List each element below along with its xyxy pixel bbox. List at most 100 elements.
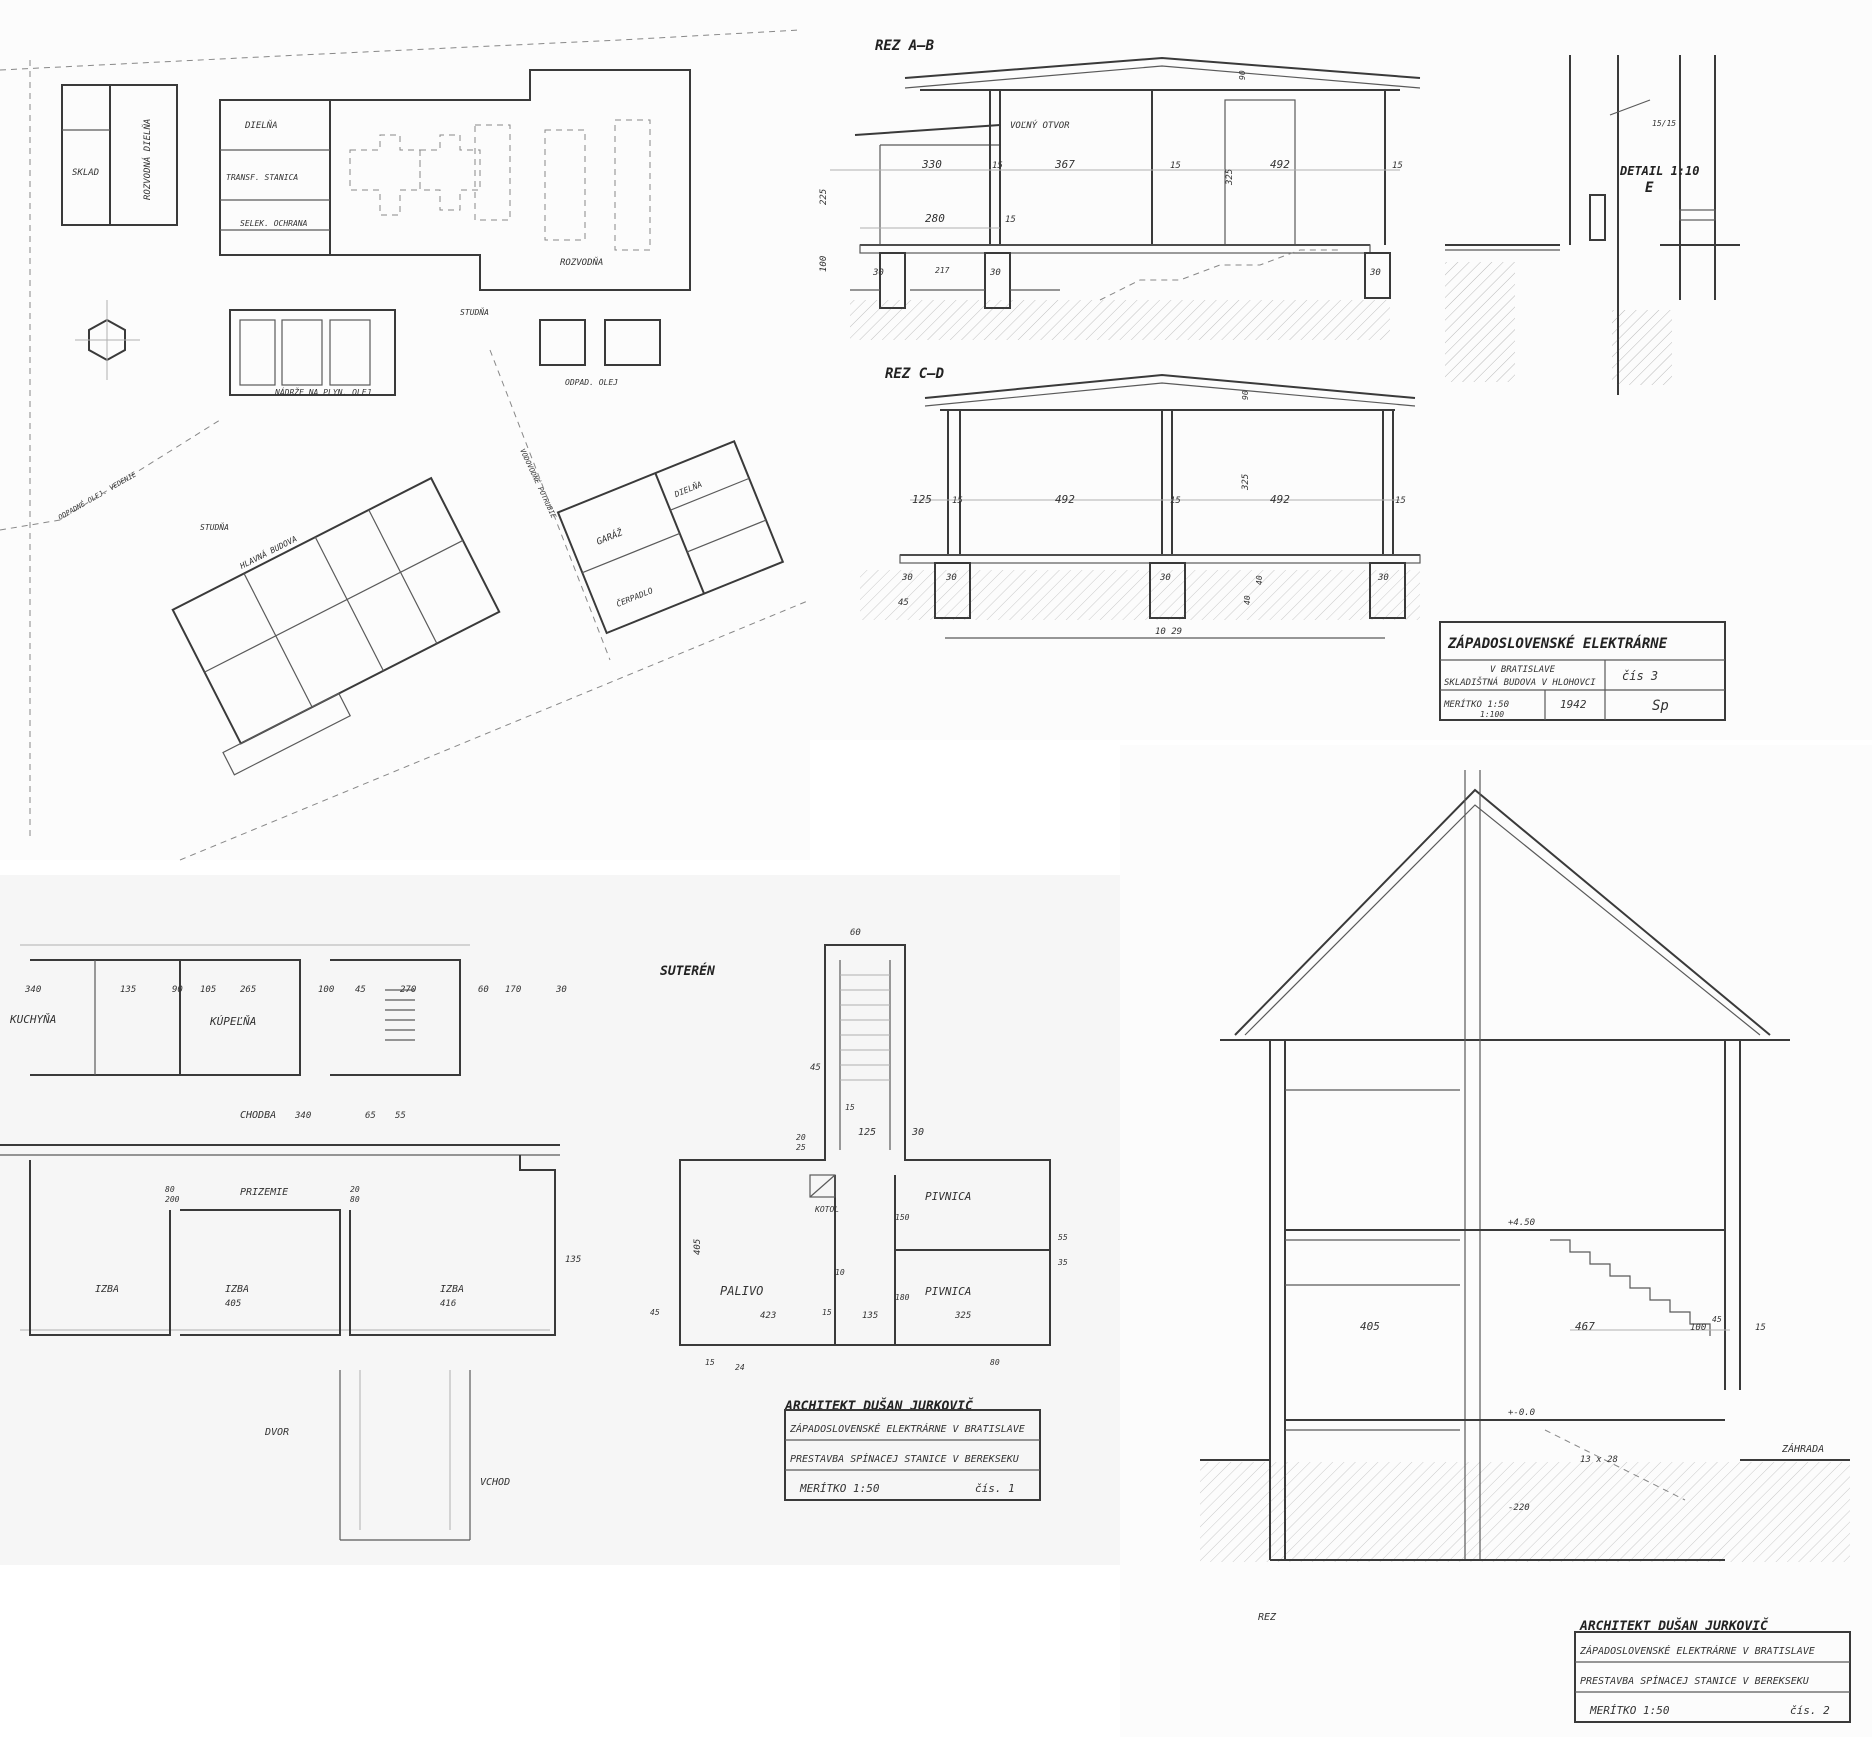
bs-dim-20: 10 xyxy=(835,1268,845,1277)
tb3-line3: SKLADIŠTNÁ BUDOVA V HLOHOVCI xyxy=(1444,676,1596,688)
substation-building: DIELŇA TRANSF. STANICA SELEK. OCHRANA RO… xyxy=(219,69,691,291)
bs-dim-3: 25 xyxy=(796,1143,806,1152)
tb3-sheetno: čís 3 xyxy=(1622,669,1658,683)
room-vchod: VCHOD xyxy=(480,1477,510,1488)
gf-dim-3: 105 xyxy=(200,985,216,995)
tb3-scale2: 1:100 xyxy=(1480,710,1504,719)
bs-dim-5: 125 xyxy=(858,1127,876,1138)
tb3-scale: MERÍTKO 1:50 xyxy=(1443,698,1509,710)
title-block-sheet3: ZÁPADOSLOVENSKÉ ELEKTRÁRNE V BRATISLAVE … xyxy=(1439,621,1726,721)
tb3-line1: ZÁPADOSLOVENSKÉ ELEKTRÁRNE xyxy=(1447,635,1668,652)
room-izba3: IZBA xyxy=(440,1284,464,1295)
dim-ab-6: 280 xyxy=(925,212,945,225)
bs-dim-11: 325 xyxy=(954,1311,971,1321)
dim-ab-2: 367 xyxy=(1054,158,1075,171)
bs-dim-10: 135 xyxy=(862,1311,878,1321)
gf-dim-13: 55 xyxy=(395,1111,406,1121)
dim-cd-8: 30 xyxy=(901,573,913,583)
gf-dim-7: 270 xyxy=(400,985,416,995)
gf-dim-12: 65 xyxy=(365,1111,376,1121)
tb2-architect: ARCHITEKT DUŠAN JURKOVIČ xyxy=(1579,1618,1769,1634)
gf-dim-5: 100 xyxy=(318,985,334,995)
label-odpad: ODPAD. OLEJ xyxy=(565,378,618,387)
tb1-line1: ZÁPADOSLOVENSKÉ ELEKTRÁRNE V BRATISLAVE xyxy=(789,1422,1025,1435)
dim-cd-3: 15 xyxy=(1170,496,1181,506)
room-pivnica2: PIVNICA xyxy=(925,1285,971,1298)
rez-dim-3: 45 xyxy=(1712,1315,1722,1324)
dim-cd-0: 125 xyxy=(912,493,932,506)
dim-cd-14: 40 xyxy=(1255,575,1264,585)
dim-ab-3: 15 xyxy=(1170,161,1181,171)
room-kupelna: KÚPEĽŇA xyxy=(209,1015,256,1028)
gf-dim-20: 135 xyxy=(565,1255,581,1265)
gf-dim-1: 135 xyxy=(120,985,136,995)
bs-dim-6: 30 xyxy=(911,1127,924,1138)
tb3-line2: V BRATISLAVE xyxy=(1490,665,1556,675)
gf-dim-15: 200 xyxy=(165,1195,180,1204)
dim-ab-11: 30 xyxy=(872,268,884,278)
gf-dim-8: 60 xyxy=(478,985,489,995)
section-ab-title: REZ A–B xyxy=(875,38,935,54)
tb2-line1: ZÁPADOSLOVENSKÉ ELEKTRÁRNE V BRATISLAVE xyxy=(1579,1644,1815,1657)
gf-dim-0: 340 xyxy=(24,985,41,995)
room-pivnica1: PIVNICA xyxy=(925,1190,971,1203)
dim-cd-9: 30 xyxy=(945,573,957,583)
room-palivo: PALIVO xyxy=(720,1284,763,1298)
title-block-sheet1: ARCHITEKT DUŠAN JURKOVIČ ZÁPADOSLOVENSKÉ… xyxy=(784,1398,1041,1501)
dim-cd-12: 45 xyxy=(898,598,909,608)
dim-cd-2: 492 xyxy=(1055,493,1075,506)
bs-dim-2: 20 xyxy=(796,1133,806,1142)
bs-dim-19: 45 xyxy=(650,1308,660,1317)
label-trafo: TRANSF. STANICA xyxy=(226,173,298,182)
tb1-scale: MERÍTKO 1:50 xyxy=(799,1482,880,1495)
dim-cd-4: 492 xyxy=(1270,493,1290,506)
label-zahrada: ZÁHRADA xyxy=(1781,1442,1824,1455)
section-cd-drawing: 125 15 492 15 492 15 325 90 30 30 30 30 … xyxy=(860,373,1421,639)
rez-dim-5: 13 x 28 xyxy=(1580,1455,1618,1465)
gf-dim-4: 265 xyxy=(240,985,256,995)
dim-cd-6: 325 xyxy=(1241,474,1251,491)
label-studna1: STUDŇA xyxy=(460,306,489,317)
tb1-architect: ARCHITEKT DUŠAN JURKOVIČ xyxy=(784,1398,974,1414)
gf-dim-19: 416 xyxy=(440,1299,456,1309)
storage-building: SKLAD ROZVODNÁ DIELŇA xyxy=(61,84,178,226)
dim-cd-10: 30 xyxy=(1159,573,1171,583)
bs-dim-1: 45 xyxy=(810,1063,821,1073)
label-rozvodna: ROZVODŇA xyxy=(560,256,603,268)
basement-title: SUTERÉN xyxy=(660,963,715,979)
label-studna2: STUDŇA xyxy=(200,521,229,532)
label-dielna: DIELŇA xyxy=(244,119,278,131)
room-dvor: DVOR xyxy=(264,1427,289,1438)
level-2: +-0.0 xyxy=(1508,1408,1535,1418)
room-kuchyna: KUCHYŇA xyxy=(9,1013,56,1026)
dim-ab-5: 15 xyxy=(1392,161,1403,171)
gf-dim-9: 170 xyxy=(505,985,521,995)
bs-dim-15: 35 xyxy=(1057,1258,1068,1267)
section-ab-drawing: VOĽNÝ OTVOR 330 15 367 15 492 15 280 15 … xyxy=(819,56,1421,340)
title-block-sheet2: ARCHITEKT DUŠAN JURKOVIČ ZÁPADOSLOVENSKÉ… xyxy=(1574,1618,1851,1723)
bs-dim-0: 60 xyxy=(850,928,861,938)
tb1-sheetno: čís. 1 xyxy=(975,1482,1015,1495)
room-prizemie: PRIZEMIE xyxy=(240,1187,288,1198)
detail-mark: E xyxy=(1645,180,1654,196)
dim-ab-1: 15 xyxy=(992,161,1003,171)
dim-cd-13: 40 xyxy=(1243,595,1252,605)
rez-dim-0: 405 xyxy=(1360,1320,1380,1333)
gf-dim-2: 90 xyxy=(172,985,183,995)
dim-ab-13: 30 xyxy=(1369,268,1381,278)
oil-tanks: NÁDRŽE NA PLYN. OLEJ ODPAD. OLEJ xyxy=(229,309,661,397)
dim-ab-9: 225 xyxy=(819,189,829,205)
gf-dim-18: 405 xyxy=(225,1299,241,1309)
gf-dim-6: 45 xyxy=(355,985,366,995)
label-rez: REZ xyxy=(1258,1612,1277,1623)
sheet-sections: REZ A–B REZ C–D VOĽNÝ O xyxy=(810,0,1872,740)
tb2-scale: MERÍTKO 1:50 xyxy=(1589,1704,1670,1717)
bs-dim-12: 150 xyxy=(895,1213,910,1222)
room-izba2: IZBA xyxy=(225,1284,249,1295)
bs-dim-16: 80 xyxy=(990,1358,1000,1367)
bs-dim-17: 24 xyxy=(735,1363,745,1372)
gf-dim-17: 80 xyxy=(350,1195,360,1204)
room-izba1: IZBA xyxy=(95,1284,119,1295)
rez-dim-4: 15 xyxy=(1755,1323,1766,1333)
